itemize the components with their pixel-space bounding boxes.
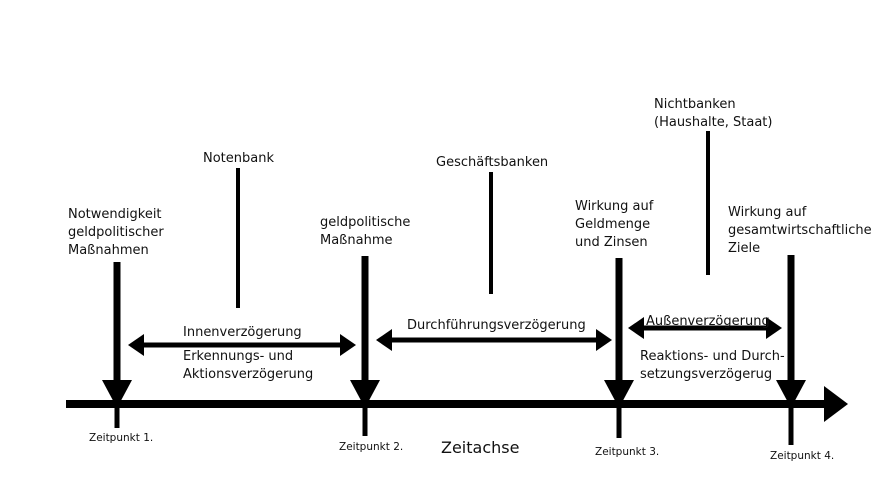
axis-label: Zeitachse	[441, 438, 520, 457]
innen-arrow-left-head	[128, 334, 144, 356]
label-wirkung-geld-line3: und Zinsen	[575, 235, 648, 250]
label-wirkung-geld-line1: Wirkung auf	[575, 199, 654, 214]
innen-arrow-right-head	[340, 334, 356, 356]
marker-4-arrowhead	[776, 380, 806, 408]
durchfuehrung-arrow-right-head	[596, 329, 612, 351]
time-point-1-label: Zeitpunkt 1.	[89, 432, 154, 444]
marker-3-arrowhead	[604, 380, 634, 408]
label-massnahme-line1: geldpolitische	[320, 215, 411, 230]
label-wirkung-ziele-line3: Ziele	[728, 241, 761, 256]
marker-1-arrowhead	[102, 380, 132, 408]
label-massnahme: geldpolitische Maßnahme	[320, 214, 410, 250]
label-wirkung-geld-line2: Geldmenge	[575, 217, 651, 232]
lag-innen-desc-line1: Erkennungs- und	[183, 349, 294, 364]
time-point-2-label: Zeitpunkt 2.	[339, 441, 404, 453]
label-nichtbanken-line1: Nichtbanken	[654, 97, 736, 112]
label-notwendigkeit-line3: Maßnahmen	[68, 243, 149, 258]
label-wirkung-ziele-line2: gesamtwirtschaftliche	[728, 223, 872, 238]
label-wirkung-ziele-line1: Wirkung auf	[728, 205, 807, 220]
label-notenbank: Notenbank	[203, 151, 274, 166]
label-geschaeftsbanken: Geschäftsbanken	[436, 155, 549, 170]
label-wirkung-ziele: Wirkung auf gesamtwirtschaftliche Ziele	[728, 204, 872, 258]
aussen-arrow-left-head	[628, 317, 644, 339]
label-wirkung-geld: Wirkung auf Geldmenge und Zinsen	[575, 198, 653, 252]
time-axis-arrowhead	[824, 386, 848, 422]
lag-aussen-desc-line2: setzungsverzögerug	[640, 367, 773, 382]
label-notwendigkeit-line1: Notwendigkeit	[68, 207, 162, 222]
lag-innen-desc-line2: Aktionsverzögerung	[183, 367, 314, 382]
label-notwendigkeit: Notwendigkeit geldpolitischer Maßnahmen	[68, 206, 164, 260]
time-point-3-label: Zeitpunkt 3.	[595, 446, 660, 458]
lag-aussen-desc-line1: Reaktions- und Durch-	[640, 349, 785, 364]
aussen-arrow-right-head	[766, 317, 782, 339]
label-nichtbanken: Nichtbanken (Haushalte, Staat)	[654, 96, 772, 132]
lag-innen-title: Innenverzögerung	[183, 325, 302, 340]
durchfuehrung-arrow-left-head	[376, 329, 392, 351]
label-nichtbanken-line2: (Haushalte, Staat)	[654, 115, 773, 130]
label-notwendigkeit-line2: geldpolitischer	[68, 225, 164, 240]
lag-aussen-title: Außenverzögerung	[646, 314, 770, 329]
time-point-4-label: Zeitpunkt 4.	[770, 450, 835, 462]
lag-durchfuehrung-title: Durchführungsverzögerung	[407, 318, 586, 333]
lag-innen-desc: Erkennungs- und Aktionsverzögerung	[183, 348, 313, 384]
lag-aussen-desc: Reaktions- und Durch- setzungsverzögerug	[640, 348, 785, 384]
marker-2-arrowhead	[350, 380, 380, 408]
label-massnahme-line2: Maßnahme	[320, 233, 393, 248]
